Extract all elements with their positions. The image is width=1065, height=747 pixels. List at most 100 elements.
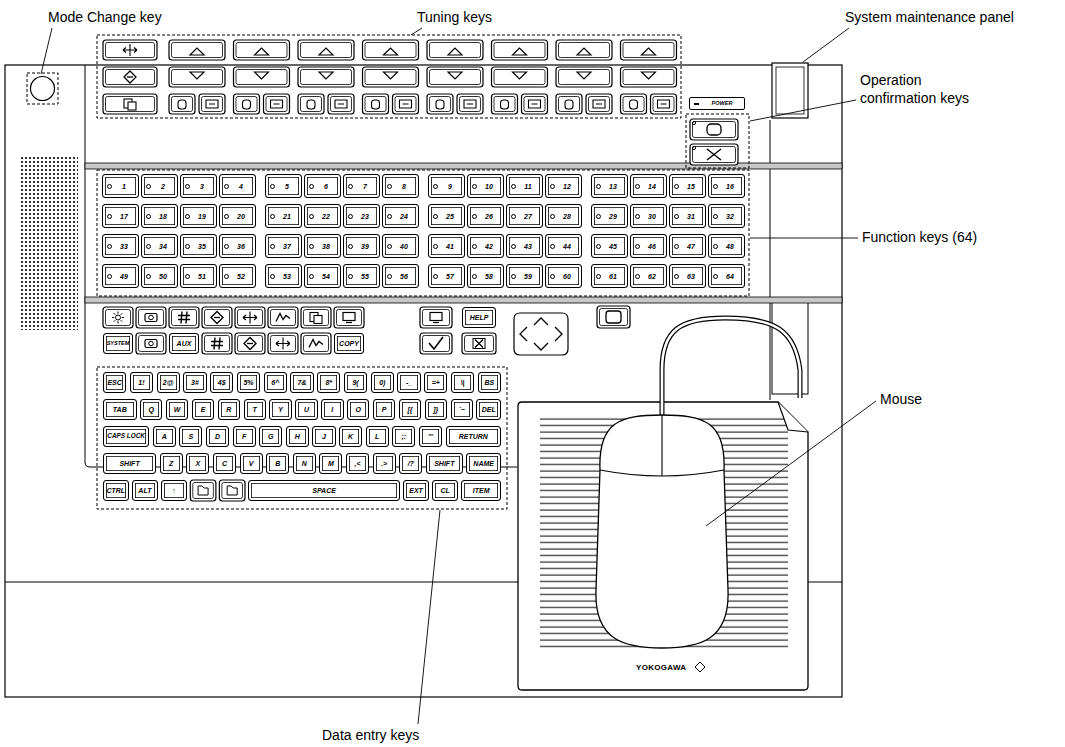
- key: [103, 40, 157, 60]
- cycle-symbol: [529, 100, 541, 108]
- key-label: 64: [726, 273, 734, 280]
- key-outline: [556, 94, 582, 114]
- key-label: ;:: [402, 433, 407, 440]
- key-symbol: [276, 338, 290, 350]
- key-label: F: [242, 433, 246, 440]
- key-inner: [205, 310, 230, 326]
- key-inner: [423, 336, 450, 352]
- data-entry-key: M: [319, 453, 342, 474]
- key: [457, 94, 483, 114]
- dashed-group: [97, 367, 507, 509]
- data-entry-key: L: [366, 426, 389, 447]
- key-label: 17: [120, 213, 128, 220]
- data-entry-key: O: [347, 399, 369, 420]
- function-key: 20: [219, 204, 256, 228]
- data-entry-key: SHIFT: [103, 453, 156, 474]
- function-key: 33: [102, 234, 139, 258]
- key-label: [{: [407, 406, 412, 413]
- function-key: 27: [506, 204, 543, 228]
- function-key: 28: [545, 204, 582, 228]
- key-inner: [693, 122, 736, 138]
- key-label: A: [162, 433, 167, 440]
- data-entry-key: [{: [399, 399, 421, 420]
- key-symbol: [430, 313, 442, 323]
- key-label: S: [189, 433, 194, 440]
- key-label: 14: [648, 183, 656, 190]
- key-inner: [430, 97, 451, 112]
- key-label: SPACE: [312, 487, 336, 494]
- indicator-led: [692, 146, 695, 149]
- cycle-symbol: [464, 100, 476, 108]
- data-entry-key: C: [213, 453, 236, 474]
- key-label: 10: [485, 183, 493, 190]
- key-label: 21: [283, 213, 291, 220]
- key: [690, 119, 738, 140]
- data-entry-key: CL: [432, 480, 458, 501]
- line: [121, 313, 123, 315]
- key-outline: [393, 94, 419, 114]
- key-inner: [106, 70, 155, 85]
- key-label: 4$: [218, 379, 226, 386]
- function-key: 5: [265, 174, 302, 198]
- function-key: 35: [180, 234, 217, 258]
- function-key: 21: [265, 204, 302, 228]
- key-inner: [331, 97, 352, 112]
- key-label: '": [428, 433, 433, 440]
- key-inner: [304, 336, 329, 352]
- outline: [343, 313, 355, 321]
- key-label: CTRL: [106, 487, 125, 494]
- function-key: 54: [304, 264, 341, 288]
- data-entry-key: N: [293, 453, 316, 474]
- key-inner: [423, 310, 450, 326]
- key-label: POWER: [712, 101, 733, 107]
- key-label: 16: [726, 183, 734, 190]
- function-key: 64: [708, 264, 745, 288]
- function-key: 37: [265, 234, 302, 258]
- key-outline: [420, 333, 452, 354]
- key-label: /?: [408, 460, 414, 467]
- data-entry-key: K: [339, 426, 362, 447]
- confirm-symbol: [707, 124, 721, 135]
- data-entry-key: 4$: [210, 372, 233, 393]
- leader-line: [41, 28, 52, 74]
- key-label: U: [304, 406, 309, 413]
- key-label: 12: [563, 183, 571, 190]
- key-label: 7: [363, 183, 367, 190]
- data-entry-key: -_: [397, 372, 420, 393]
- hand-symbol: [243, 100, 251, 109]
- key: [492, 94, 518, 114]
- cable-slot-panel: [772, 302, 808, 394]
- key-outline: [462, 333, 496, 354]
- line: [475, 340, 483, 348]
- key-label: 15: [687, 183, 695, 190]
- line: [112, 317, 114, 318]
- key-inner: [193, 483, 214, 499]
- key-inner: [337, 310, 362, 326]
- function-key: 47: [669, 234, 706, 258]
- key-label: 2: [161, 183, 165, 190]
- key-outline: [363, 67, 419, 87]
- data-entry-key: ↑: [161, 480, 187, 501]
- line: [346, 322, 352, 323]
- key-outline: [301, 333, 331, 354]
- leader-lines: [41, 28, 876, 724]
- lens-symbol: [149, 341, 154, 346]
- line: [214, 317, 220, 318]
- mouse-cable-core: [662, 318, 800, 416]
- key-label: 3: [200, 183, 204, 190]
- key-inner: [301, 97, 322, 112]
- key-inner: [106, 310, 131, 326]
- data-entry-key: W: [166, 399, 188, 420]
- function-key: 34: [141, 234, 178, 258]
- key-outline: [690, 119, 738, 140]
- data-entry-key: TAB: [103, 399, 137, 420]
- key-inner: [139, 310, 164, 326]
- key: [103, 67, 157, 87]
- outline: [145, 340, 157, 348]
- key-label: 5: [285, 183, 289, 190]
- key: [103, 94, 157, 114]
- key-label: 36: [237, 243, 245, 250]
- key: [298, 94, 324, 114]
- key-inner: [494, 97, 515, 112]
- data-entry-key: 6^: [264, 372, 287, 393]
